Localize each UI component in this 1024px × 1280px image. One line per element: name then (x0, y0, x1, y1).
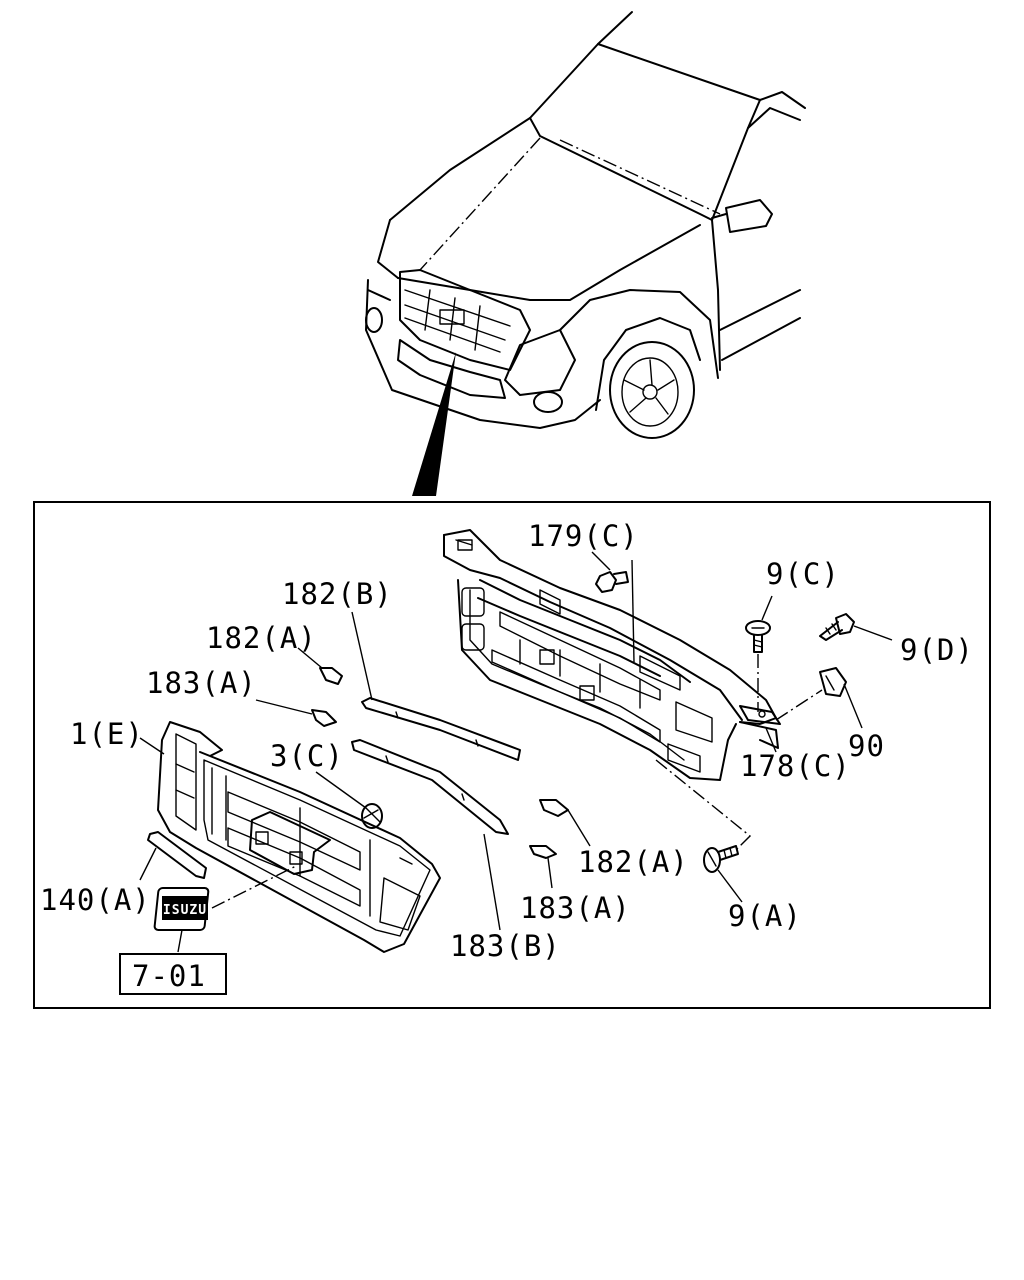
label-140a: 140(A) (40, 883, 151, 917)
label-183b: 183(B) (450, 929, 561, 963)
leader-182b (351, 611, 373, 701)
label-183a-top: 183(A) (146, 666, 257, 700)
clip-179c (595, 571, 629, 593)
leader-179c (631, 559, 635, 663)
leader-emblem-dash (211, 865, 297, 909)
label-90: 90 (848, 729, 885, 763)
part-labels: 179(C) 9(C) 9(D) 90 178(C) 182(B) 182(A)… (40, 519, 974, 993)
leader-183a-bot (547, 857, 553, 889)
label-182a-bot: 182(A) (578, 845, 689, 879)
isuzu-emblem: ISUZU (153, 887, 210, 931)
leader-3c (315, 771, 367, 809)
leader-9a (717, 869, 743, 903)
insert-182a-bot (539, 799, 569, 817)
ref-box-701 (119, 953, 227, 995)
emblem-text: ISUZU (163, 903, 207, 918)
insert-183a-bot (529, 845, 557, 859)
emblem-base-3c (361, 803, 383, 829)
label-ref701: 7-01 (132, 959, 206, 993)
label-179c: 179(C) (528, 519, 639, 553)
clip-90 (819, 667, 847, 697)
molding-182b (361, 697, 521, 761)
leader-178c (765, 727, 777, 753)
label-9d: 9(D) (900, 633, 974, 667)
leader-1e (139, 737, 165, 755)
leader-179c-head (591, 551, 611, 571)
pointer-wedge (412, 352, 456, 496)
leader-182a-top (297, 647, 323, 669)
grille-frame-178c (443, 529, 781, 781)
leader-9c (761, 595, 773, 621)
leader-183a-top (255, 699, 313, 715)
label-1e: 1(E) (70, 717, 144, 751)
insert-182a-top (319, 667, 343, 685)
molding-183b (351, 739, 509, 835)
strip-140a (147, 831, 207, 879)
label-182b: 182(B) (282, 577, 393, 611)
screw-9a (703, 845, 739, 873)
leader-9d (853, 625, 893, 641)
leader-183b (483, 833, 501, 931)
label-9c: 9(C) (766, 557, 840, 591)
screw-9c (745, 620, 771, 653)
detail-frame (33, 501, 991, 1009)
leader-140a (139, 847, 157, 881)
leader-ref701 (177, 929, 183, 953)
label-9a: 9(A) (728, 899, 802, 933)
screw-9d (819, 613, 855, 641)
vehicle-illustration (365, 11, 806, 439)
grille-front-1e (157, 721, 441, 953)
leader-90-dash (775, 689, 823, 721)
leader-9a-dash (655, 759, 752, 851)
label-183a-bot: 183(A) (520, 891, 631, 925)
leader-182a-bot (567, 809, 591, 847)
label-3c: 3(C) (270, 739, 344, 773)
insert-183a-top (311, 709, 337, 727)
label-182a-top: 182(A) (206, 621, 317, 655)
label-178c: 178(C) (740, 749, 851, 783)
leader-90 (843, 683, 863, 729)
